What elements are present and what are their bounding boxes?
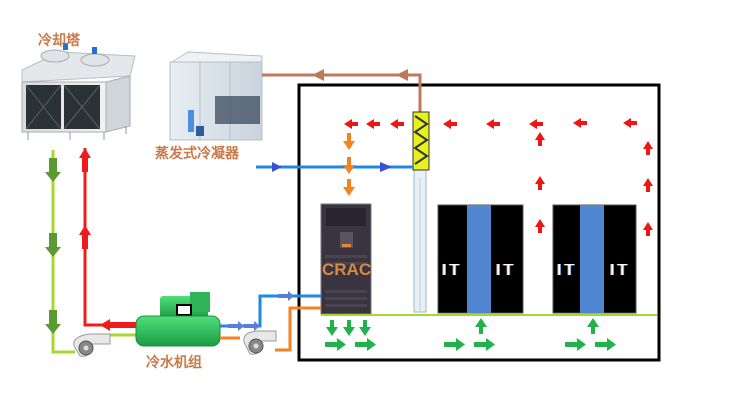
pipe-arrow-left-icon <box>312 69 324 81</box>
hot-arrow-up-icon <box>535 176 545 190</box>
cold-arrow-down-icon <box>326 320 338 336</box>
hot-arrow-left-icon <box>443 119 457 129</box>
hot-water-pipe <box>83 148 140 327</box>
it-rack-2 <box>552 204 637 314</box>
cold-arrow-up-icon <box>587 318 599 334</box>
hot-arrow-left-icon <box>529 119 543 129</box>
pipe-arrow-left-icon <box>396 69 408 81</box>
hot-air-return-arrows <box>344 118 653 236</box>
pump-2 <box>243 330 277 355</box>
evaporative-condenser-label: 蒸发式冷凝器 <box>155 146 239 162</box>
cold-aisle <box>467 205 491 313</box>
server-room-border <box>297 83 661 362</box>
hot-arrow-left-icon <box>486 119 500 129</box>
air-arrow-right-icon <box>380 162 392 172</box>
cooling-water-return-pipe <box>51 150 75 354</box>
cooling-water-arrows <box>45 158 61 334</box>
hot-arrow-up-icon <box>643 178 653 192</box>
cold-arrow-right-icon <box>474 338 495 351</box>
crac-unit <box>320 203 372 315</box>
refrigerant-pipe <box>262 73 422 112</box>
cold-arrow-right-icon <box>444 338 465 351</box>
chilled-water-arrows <box>228 291 294 331</box>
air-arrow-right-icon <box>272 162 282 172</box>
chiller-unit <box>135 292 221 347</box>
evaporative-condenser <box>169 51 263 141</box>
cold-arrow-right-icon <box>565 338 586 351</box>
orange-arrow-down-icon <box>343 133 355 150</box>
water-arrow-down-icon <box>45 233 61 257</box>
water-arrow-up-icon <box>79 148 91 172</box>
hot-arrow-left-icon <box>573 118 587 128</box>
pump-1 <box>73 333 111 357</box>
it-rack-2-left-label: IT <box>557 262 578 279</box>
hot-arrow-up-icon <box>643 222 653 236</box>
cold-arrow-right-icon <box>325 338 346 351</box>
cold-arrow-right-icon <box>595 338 616 351</box>
it-rack-1-right-label: IT <box>496 262 517 279</box>
chiller-label: 冷水机组 <box>146 355 202 371</box>
cold-arrow-down-icon <box>343 320 355 336</box>
cold-arrow-up-icon <box>475 318 487 334</box>
crac-label: CRAC <box>322 260 372 279</box>
orange-arrow-down-icon <box>343 179 355 196</box>
chilled-water-return-pipe <box>275 306 321 352</box>
supply-air-arrows <box>343 133 355 196</box>
water-arrow-right-icon <box>278 291 294 301</box>
it-rack-2-right-label: IT <box>610 262 631 279</box>
hot-arrow-left-icon <box>623 118 637 128</box>
heat-exchanger <box>412 111 430 171</box>
chilled-water-supply-pipe <box>220 294 321 328</box>
hot-arrow-up-icon <box>643 141 653 155</box>
it-rack-1 <box>437 204 524 314</box>
water-arrow-left-icon <box>100 319 136 331</box>
water-arrow-up-icon <box>79 225 91 249</box>
hot-arrow-left-icon <box>390 119 404 129</box>
hot-arrow-up-icon <box>535 132 545 146</box>
hot-arrow-up-icon <box>535 219 545 233</box>
cold-arrow-right-icon <box>355 338 376 351</box>
hot-arrow-left-icon <box>366 119 380 129</box>
cold-air-arrows <box>325 318 616 351</box>
water-arrow-right-icon <box>228 321 244 331</box>
cold-arrow-down-icon <box>359 320 371 336</box>
water-arrow-down-icon <box>45 310 61 334</box>
orange-arrow-down-icon <box>343 157 355 174</box>
water-arrow-down-icon <box>45 158 61 182</box>
cold-aisle <box>580 205 604 313</box>
cooling-tower-label: 冷却塔 <box>38 33 80 49</box>
water-arrow-right-icon <box>244 321 260 331</box>
hot-arrow-left-icon <box>344 119 358 129</box>
it-rack-1-left-label: IT <box>442 262 463 279</box>
cooling-tower <box>21 43 136 140</box>
hot-water-arrows <box>79 148 136 331</box>
